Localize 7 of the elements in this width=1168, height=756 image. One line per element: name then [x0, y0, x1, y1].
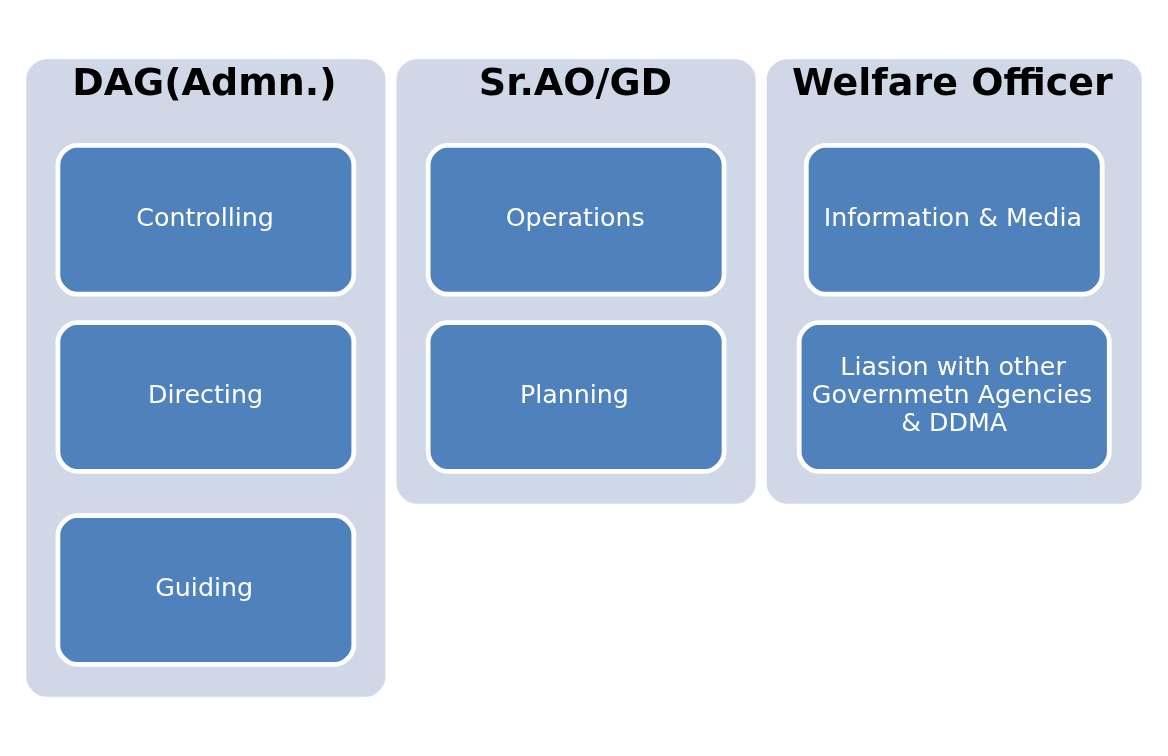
node-box: Guiding: [55, 513, 357, 667]
node-box: Information & Media: [803, 143, 1105, 297]
node-box: Controlling: [55, 143, 357, 297]
node-box: Operations: [425, 143, 727, 297]
node-box: Directing: [55, 320, 357, 474]
node-box: Planning: [425, 320, 727, 474]
node-box: Liasion with other Governmetn Agencies & DDMA: [796, 320, 1112, 474]
